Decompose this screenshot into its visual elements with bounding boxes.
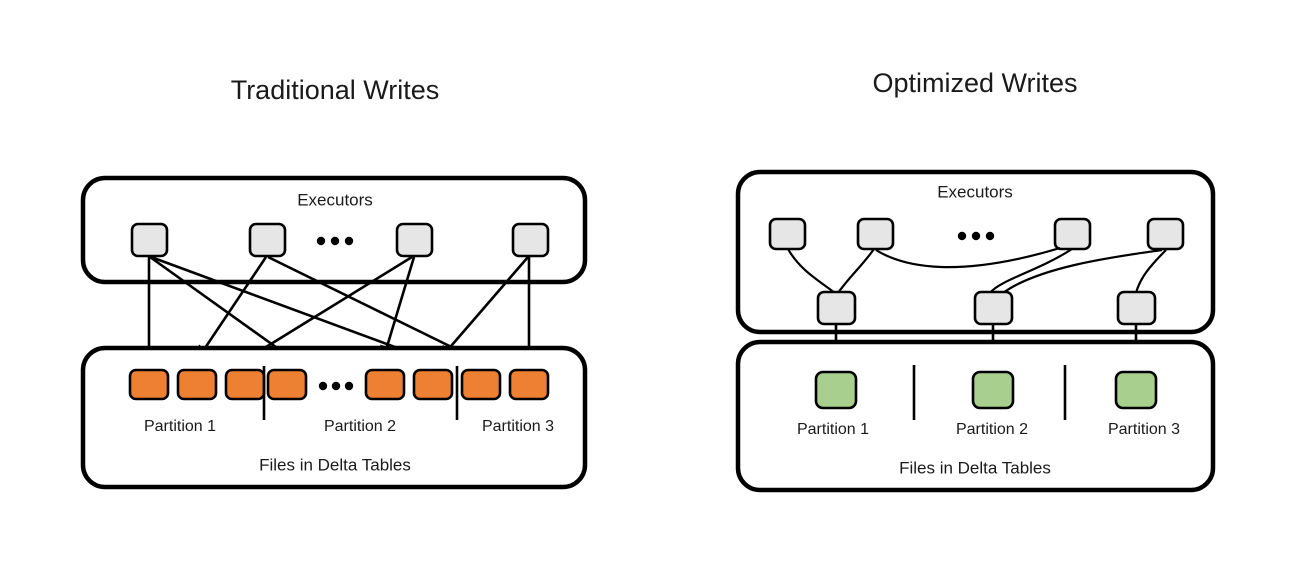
executor-node-1-traditional bbox=[130, 222, 169, 258]
files-label-traditional: Files in Delta Tables bbox=[259, 455, 411, 474]
executors-container-traditional bbox=[80, 175, 588, 285]
executor-node-1-optimized bbox=[768, 217, 807, 251]
partition-label-2-traditional: Partition 2 bbox=[324, 418, 396, 435]
file-box-traditional-3 bbox=[224, 368, 266, 401]
executors-container-optimized bbox=[735, 169, 1216, 335]
executor-node-4-optimized bbox=[1146, 217, 1185, 251]
panel-traditional: Traditional Writes Executors bbox=[80, 75, 588, 490]
writer-node-1-optimized bbox=[816, 290, 857, 326]
files-ellipsis-traditional bbox=[318, 381, 354, 391]
partition-label-1-optimized: Partition 1 bbox=[797, 421, 869, 438]
file-box-traditional-4 bbox=[266, 368, 308, 401]
panel-optimized: Optimized Writes Executors bbox=[735, 68, 1216, 493]
executors-ellipsis-traditional bbox=[316, 236, 354, 246]
file-box-optimized-2 bbox=[971, 370, 1015, 410]
shuffle-links-optimized bbox=[787, 246, 1167, 294]
partition-label-2-optimized: Partition 2 bbox=[956, 421, 1028, 438]
executor-node-3-optimized bbox=[1053, 217, 1092, 251]
executor-node-3-traditional bbox=[395, 222, 434, 258]
executor-node-2-optimized bbox=[856, 217, 895, 251]
file-box-traditional-6 bbox=[412, 368, 454, 401]
file-box-traditional-8 bbox=[508, 368, 550, 401]
file-box-optimized-1 bbox=[814, 370, 858, 410]
partition-label-3-optimized: Partition 3 bbox=[1108, 421, 1180, 438]
panel-title-optimized: Optimized Writes bbox=[872, 68, 1077, 98]
file-box-traditional-5 bbox=[364, 368, 406, 401]
executor-node-4-traditional bbox=[511, 222, 550, 258]
file-box-traditional-2 bbox=[176, 368, 218, 401]
panel-title-traditional: Traditional Writes bbox=[231, 75, 440, 105]
executors-label-traditional: Executors bbox=[297, 190, 373, 209]
file-box-traditional-7 bbox=[460, 368, 502, 401]
write-links-traditional bbox=[141, 255, 537, 362]
executors-label-optimized: Executors bbox=[937, 182, 1013, 201]
executor-node-2-traditional bbox=[248, 222, 287, 258]
writer-node-2-optimized bbox=[973, 290, 1014, 326]
file-box-optimized-3 bbox=[1114, 370, 1158, 410]
file-box-traditional-1 bbox=[128, 368, 170, 401]
partition-label-3-traditional: Partition 3 bbox=[482, 418, 554, 435]
partition-label-1-traditional: Partition 1 bbox=[144, 418, 216, 435]
writer-node-3-optimized bbox=[1116, 290, 1157, 326]
files-label-optimized: Files in Delta Tables bbox=[899, 458, 1051, 477]
executors-ellipsis-optimized bbox=[957, 231, 995, 241]
